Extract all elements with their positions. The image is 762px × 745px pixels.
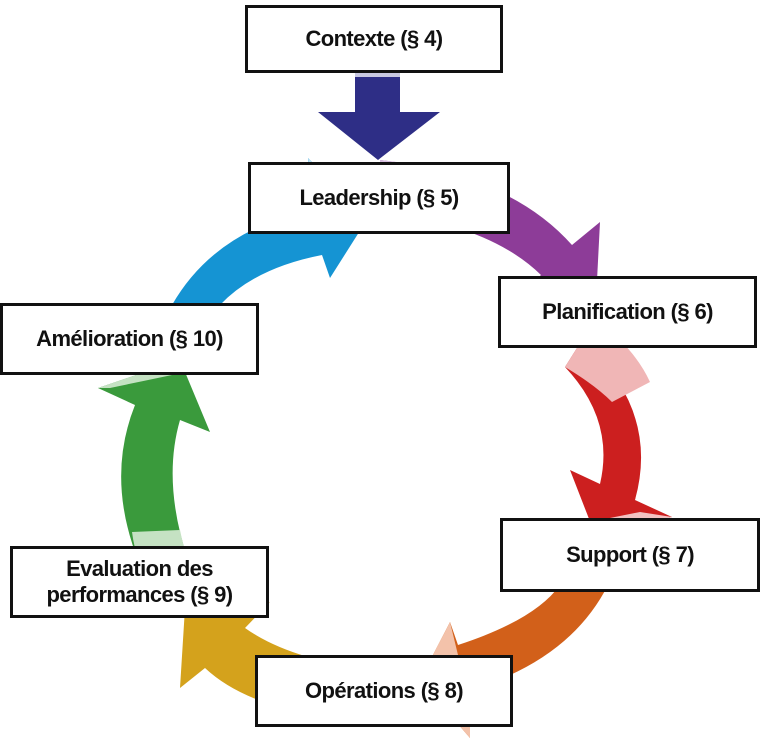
- step-planification: Planification (§ 6): [498, 276, 757, 348]
- contexte-to-leadership-arrow: [318, 55, 440, 160]
- step-operations: Opérations (§ 8): [255, 655, 513, 727]
- step-support: Support (§ 7): [500, 518, 760, 592]
- evaluation-to-amelioration-arrow: [98, 360, 210, 565]
- planification-to-support-arrow: [565, 340, 672, 542]
- step-leadership: Leadership (§ 5): [248, 162, 510, 234]
- step-evaluation: Evaluation des performances (§ 9): [10, 546, 269, 618]
- step-contexte: Contexte (§ 4): [245, 5, 503, 73]
- step-amelioration: Amélioration (§ 10): [0, 303, 259, 375]
- planification-to-support-tail: [565, 340, 650, 402]
